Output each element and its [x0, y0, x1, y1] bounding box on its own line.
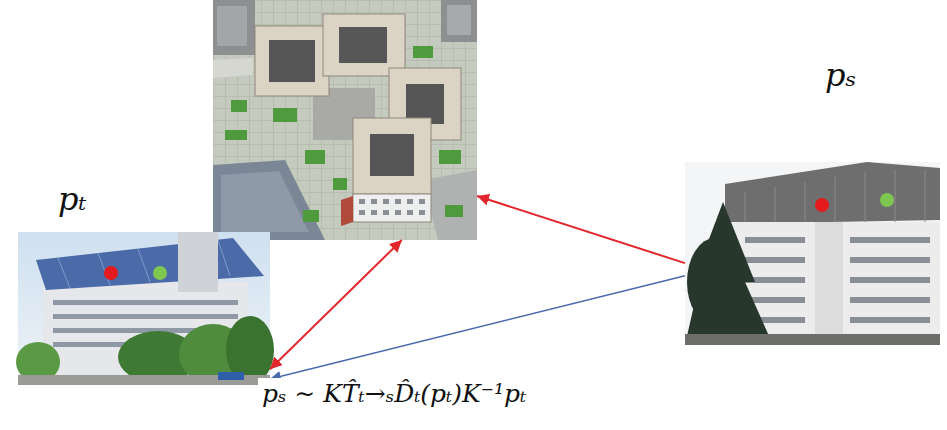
red-dot: [104, 266, 118, 280]
photo-node: pₜ: [18, 232, 270, 385]
formula: pₛ ∼ KT̂ₜ→ₛD̂ₜ(pₜ)K⁻¹pₜ: [258, 378, 530, 410]
green-dot: [153, 266, 167, 280]
target-photo: [16, 232, 274, 385]
source-photo: [685, 162, 940, 345]
arrow-connector: [270, 240, 402, 369]
photo-label: pₛ: [825, 58, 856, 93]
arrow-connector: [477, 196, 685, 263]
photo-node: [213, 0, 477, 240]
arrow-connector: [270, 276, 685, 379]
photo-node: pₛ: [685, 162, 940, 345]
red-dot: [815, 198, 829, 212]
green-dot: [880, 193, 894, 207]
photo-label: pₜ: [58, 182, 86, 217]
aerial-render: [213, 0, 477, 240]
